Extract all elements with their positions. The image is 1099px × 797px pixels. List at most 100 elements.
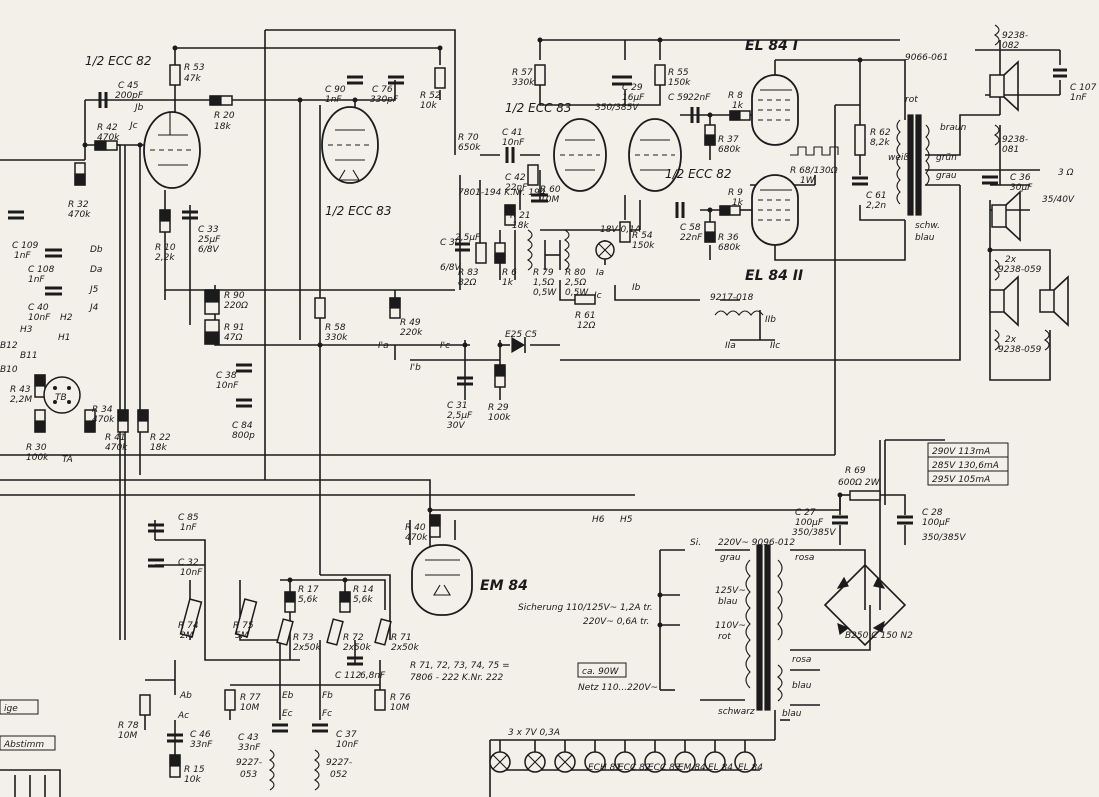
label-c32-value: 10nF [180,568,203,578]
label-heater-ech81: ECH 81 [588,763,621,773]
label-r73: R 73 [293,633,314,643]
label-c61-value: 2,2n [866,201,886,211]
tube-ecc82-right [628,118,682,192]
label-c43-value: 33nF [238,743,261,753]
label-r8-value: 1k [732,101,744,111]
label-coil-9227-052: 9227- [326,758,352,768]
label-c108-value: 1nF [28,275,45,285]
label-mains-transformer: 220V~ 9096-012 [718,538,795,548]
label-h6: H6 [592,515,605,525]
label-c107-value: 1nF [1070,93,1087,103]
label-r41: R 41 [105,433,126,443]
label-r10-value: 2,2k [155,253,175,263]
speaker-bottom-right [1039,275,1069,327]
label-c42-value: 22nF [505,183,528,193]
label-r29: R 29 [488,403,509,413]
label-pot-note-1: R 71, 72, 73, 74, 75 = [410,661,510,671]
label-r15-value: 10k [184,775,201,785]
label-r80-watt: 0,5W [565,288,589,298]
label-grau: grau [936,171,957,181]
label-c29: C 29 [622,83,643,93]
tube-ecc82-left [143,111,201,189]
tube-ecc83-mid [321,106,379,184]
label-c59-value: 22nF [688,93,711,103]
label-ab: Ab [179,691,192,701]
label-c31-voltage: 30V [447,421,465,431]
voltage-row-3: 295V 105mA [932,475,990,485]
label-r79-value: 1,5Ω [533,278,554,288]
label-speaker-059b: 9238-059 [998,345,1042,355]
label-speaker-059a: 9238-059 [998,265,1042,275]
label-r32-value: 470k [68,210,91,220]
label-c37-value: 10nF [336,740,359,750]
label-r8: R 8 [728,91,743,101]
label-r52: R 52 [420,91,441,101]
label-r37: R 37 [718,135,739,145]
label-r43-value: 2,2M [10,395,32,405]
speaker-middle [991,190,1021,242]
label-rot: rot [905,95,918,105]
label-r54-value: 150k [632,241,655,251]
label-r29-value: 100k [488,413,511,423]
label-c40-value: 10nF [28,313,51,323]
label-r72-value: 2x50k [343,643,372,653]
label-pot-note-2: 7806 - 222 K.Nr. 222 [410,673,503,683]
label-r83: R 83 [458,268,479,278]
label-c76: C 76 [372,85,393,95]
label-r80: R 80 [565,268,586,278]
label-r75: R 75 [233,621,254,631]
label-c28-voltage: 350/385V [922,533,966,543]
label-r22: R 22 [150,433,171,443]
label-r69-value: 600Ω 2W [838,478,881,488]
output-transformer [896,114,930,216]
label-r15: R 15 [184,765,205,775]
label-fuse-note-2: 220V~ 0,6A tr. [583,617,649,627]
label-c41: C 41 [502,128,523,138]
label-r77-value: 10M [240,703,259,713]
label-j5: J5 [88,285,99,295]
label-rosa-2: rosa [792,655,811,665]
label-c61: C 61 [866,191,887,201]
label-r6: R 6 [502,268,517,278]
label-r62-value: 8,2k [870,138,890,148]
label-c30-value: 2,5μF [455,233,481,243]
label-blau-4: blau [782,709,802,719]
label-coil-9227-053-num: 053 [240,770,257,780]
label-schwarz: schwarz [718,707,755,717]
label-r70-value: 650k [458,143,481,153]
label-c33-voltage: 6/8V [198,245,219,255]
label-c30-voltage: 6/8V [440,263,461,273]
voltage-table: 290V 113mA 285V 130,6mA 295V 105mA [927,442,1009,486]
label-coil-9227-053: 9227- [236,758,262,768]
label-netz: Netz 110...220V~ [578,683,658,693]
label-i1a: I'a [378,341,389,351]
label-c108: C 108 [28,265,55,275]
label-r37-value: 680k [718,145,741,155]
label-r40-value: 470k [405,533,428,543]
label-c90-value: 1nF [325,95,342,105]
label-r58-value: 330k [325,333,348,343]
label-tube-el84-1: EL 84 I [745,38,798,54]
label-c33: C 33 [198,225,219,235]
label-heater-ecc83: ECC 83 [648,763,681,773]
label-r49: R 49 [400,318,421,328]
label-c36-value: 30μF [1010,183,1033,193]
label-r57-value: 330k [512,78,535,88]
tube-el84-2 [751,174,799,246]
label-power: ca. 90W [582,667,620,677]
label-coil-9217: 9217-018 [710,293,754,303]
label-iic: IIc [770,341,780,351]
label-c27: C 27 [795,508,816,518]
label-c107: C 107 [1070,83,1097,93]
label-110v: 110V~ [715,621,746,631]
tape-head-socket [43,376,81,414]
label-c45: C 45 [118,81,139,91]
label-r32: R 32 [68,200,89,210]
label-r61-value: 12Ω [577,321,595,331]
label-coil-9227-052-num: 052 [330,770,347,780]
label-r55-value: 150k [668,78,691,88]
label-heater-el84-2: EL 84 [738,763,763,773]
label-r14-value: 5,6k [353,595,373,605]
label-speaker-059a-count: 2x [1005,255,1017,265]
mains-transformer [745,544,783,711]
